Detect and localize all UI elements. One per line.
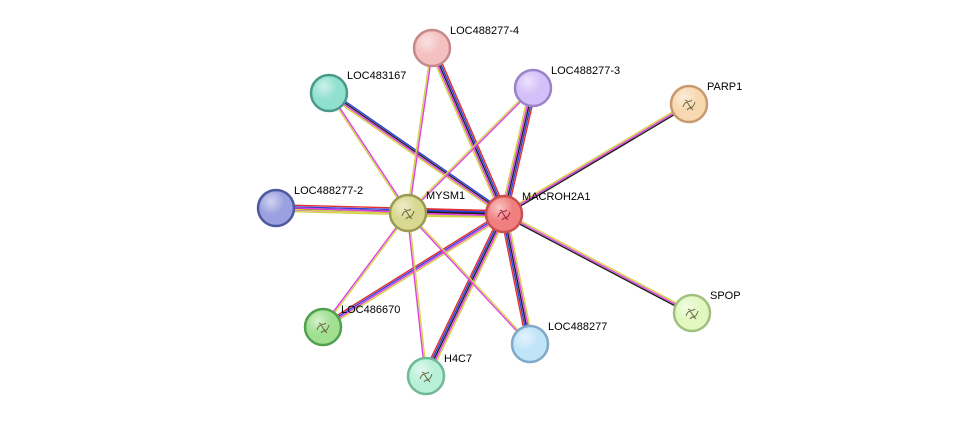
- node-loc488277[interactable]: [510, 324, 550, 364]
- node-layer: [256, 28, 712, 396]
- edge-strand: [328, 91, 410, 214]
- structure-icon: [401, 208, 415, 220]
- node-loc483167[interactable]: [309, 73, 349, 113]
- edge-strand: [407, 211, 532, 345]
- edge-strand: [502, 214, 692, 316]
- edge-strand: [503, 213, 693, 314]
- node-highlight: [514, 328, 546, 360]
- node-h4c7[interactable]: [406, 356, 446, 396]
- edge-macroh2a1-loc488277[interactable]: [500, 212, 534, 346]
- node-label-loc488277: LOC488277: [548, 321, 607, 333]
- edge-mysm1-loc488277[interactable]: [406, 211, 532, 346]
- node-label-loc486670: LOC486670: [341, 304, 400, 316]
- edge-strand: [434, 46, 508, 214]
- node-label-macroh2a1: MACROH2A1: [522, 191, 590, 203]
- structure-icon: [316, 322, 330, 334]
- node-loc488277-4[interactable]: [412, 28, 452, 68]
- edge-strand: [501, 213, 530, 346]
- structure-icon: [682, 99, 696, 111]
- edge-strand: [428, 48, 502, 216]
- edge-strand: [504, 212, 533, 345]
- node-loc488277-3[interactable]: [513, 68, 553, 108]
- node-label-parp1: PARP1: [707, 81, 742, 93]
- edge-mysm1-loc488277-2[interactable]: [275, 206, 409, 215]
- node-highlight: [313, 77, 345, 109]
- edge-strand: [322, 212, 410, 329]
- node-loc486670[interactable]: [303, 307, 343, 347]
- node-highlight: [260, 192, 292, 224]
- edge-strand: [506, 88, 537, 216]
- edge-strand: [425, 213, 505, 377]
- structure-icon: [419, 371, 433, 383]
- node-label-h4c7: H4C7: [444, 353, 472, 365]
- edge-strand: [406, 212, 426, 377]
- edge-strand: [321, 211, 504, 326]
- edge-strand: [503, 103, 690, 215]
- structure-icon: [685, 308, 699, 320]
- node-mysm1[interactable]: [388, 193, 428, 233]
- edge-mysm1-loc486670[interactable]: [321, 211, 410, 329]
- edge-macroh2a1-loc488277-4[interactable]: [428, 46, 508, 216]
- edge-macroh2a1-parp1[interactable]: [502, 101, 691, 217]
- node-spop[interactable]: [672, 293, 712, 333]
- node-label-loc488277-4: LOC488277-4: [450, 25, 519, 37]
- edge-strand: [275, 208, 409, 215]
- edge-strand: [502, 101, 689, 214]
- edge-strand: [327, 92, 409, 215]
- node-macroh2a1[interactable]: [484, 194, 524, 234]
- edge-mysm1-loc488277-4[interactable]: [406, 47, 434, 214]
- edge-mysm1-h4c7[interactable]: [406, 212, 428, 377]
- label-layer: MACROH2A1MYSM1LOC488277-4LOC488277-3LOC4…: [294, 25, 742, 365]
- edge-strand: [503, 213, 531, 345]
- edge-strand: [408, 212, 428, 377]
- edge-strand: [504, 87, 536, 216]
- edge-strand: [500, 86, 531, 214]
- edge-strand: [406, 47, 432, 214]
- edge-mysm1-loc483167[interactable]: [327, 91, 410, 215]
- edge-strand: [504, 104, 691, 217]
- edge-strand: [406, 86, 534, 214]
- edge-strand: [501, 86, 533, 215]
- edge-strand: [423, 212, 504, 377]
- edge-strand: [431, 47, 505, 215]
- edge-strand: [321, 211, 409, 328]
- edge-strand: [408, 47, 434, 214]
- edge-macroh2a1-loc488277-3[interactable]: [500, 86, 537, 216]
- node-label-spop: SPOP: [710, 290, 741, 302]
- edge-strand: [429, 47, 504, 216]
- edge-strand: [275, 206, 409, 213]
- edge-strand: [432, 46, 507, 215]
- node-label-loc488277-2: LOC488277-2: [294, 185, 363, 197]
- edge-strand: [503, 87, 534, 215]
- edge-strand: [407, 87, 535, 215]
- edge-strand: [506, 212, 534, 345]
- node-label-mysm1: MYSM1: [426, 190, 465, 202]
- node-parp1[interactable]: [669, 84, 709, 124]
- edge-strand: [500, 213, 528, 346]
- edge-macroh2a1-spop[interactable]: [502, 211, 694, 316]
- edge-strand: [504, 211, 694, 313]
- node-label-loc488277-3: LOC488277-3: [551, 65, 620, 77]
- edge-macroh2a1-h4c7[interactable]: [422, 211, 508, 379]
- edge-mysm1-loc488277-3[interactable]: [406, 86, 535, 215]
- edge-strand: [422, 211, 502, 376]
- edge-strand: [428, 214, 508, 379]
- node-loc488277-2[interactable]: [256, 188, 296, 228]
- node-highlight: [517, 72, 549, 104]
- edge-strand: [406, 212, 531, 346]
- edge-strand: [426, 213, 507, 378]
- structure-icon: [497, 209, 511, 221]
- node-label-loc483167: LOC483167: [347, 70, 406, 82]
- node-highlight: [416, 32, 448, 64]
